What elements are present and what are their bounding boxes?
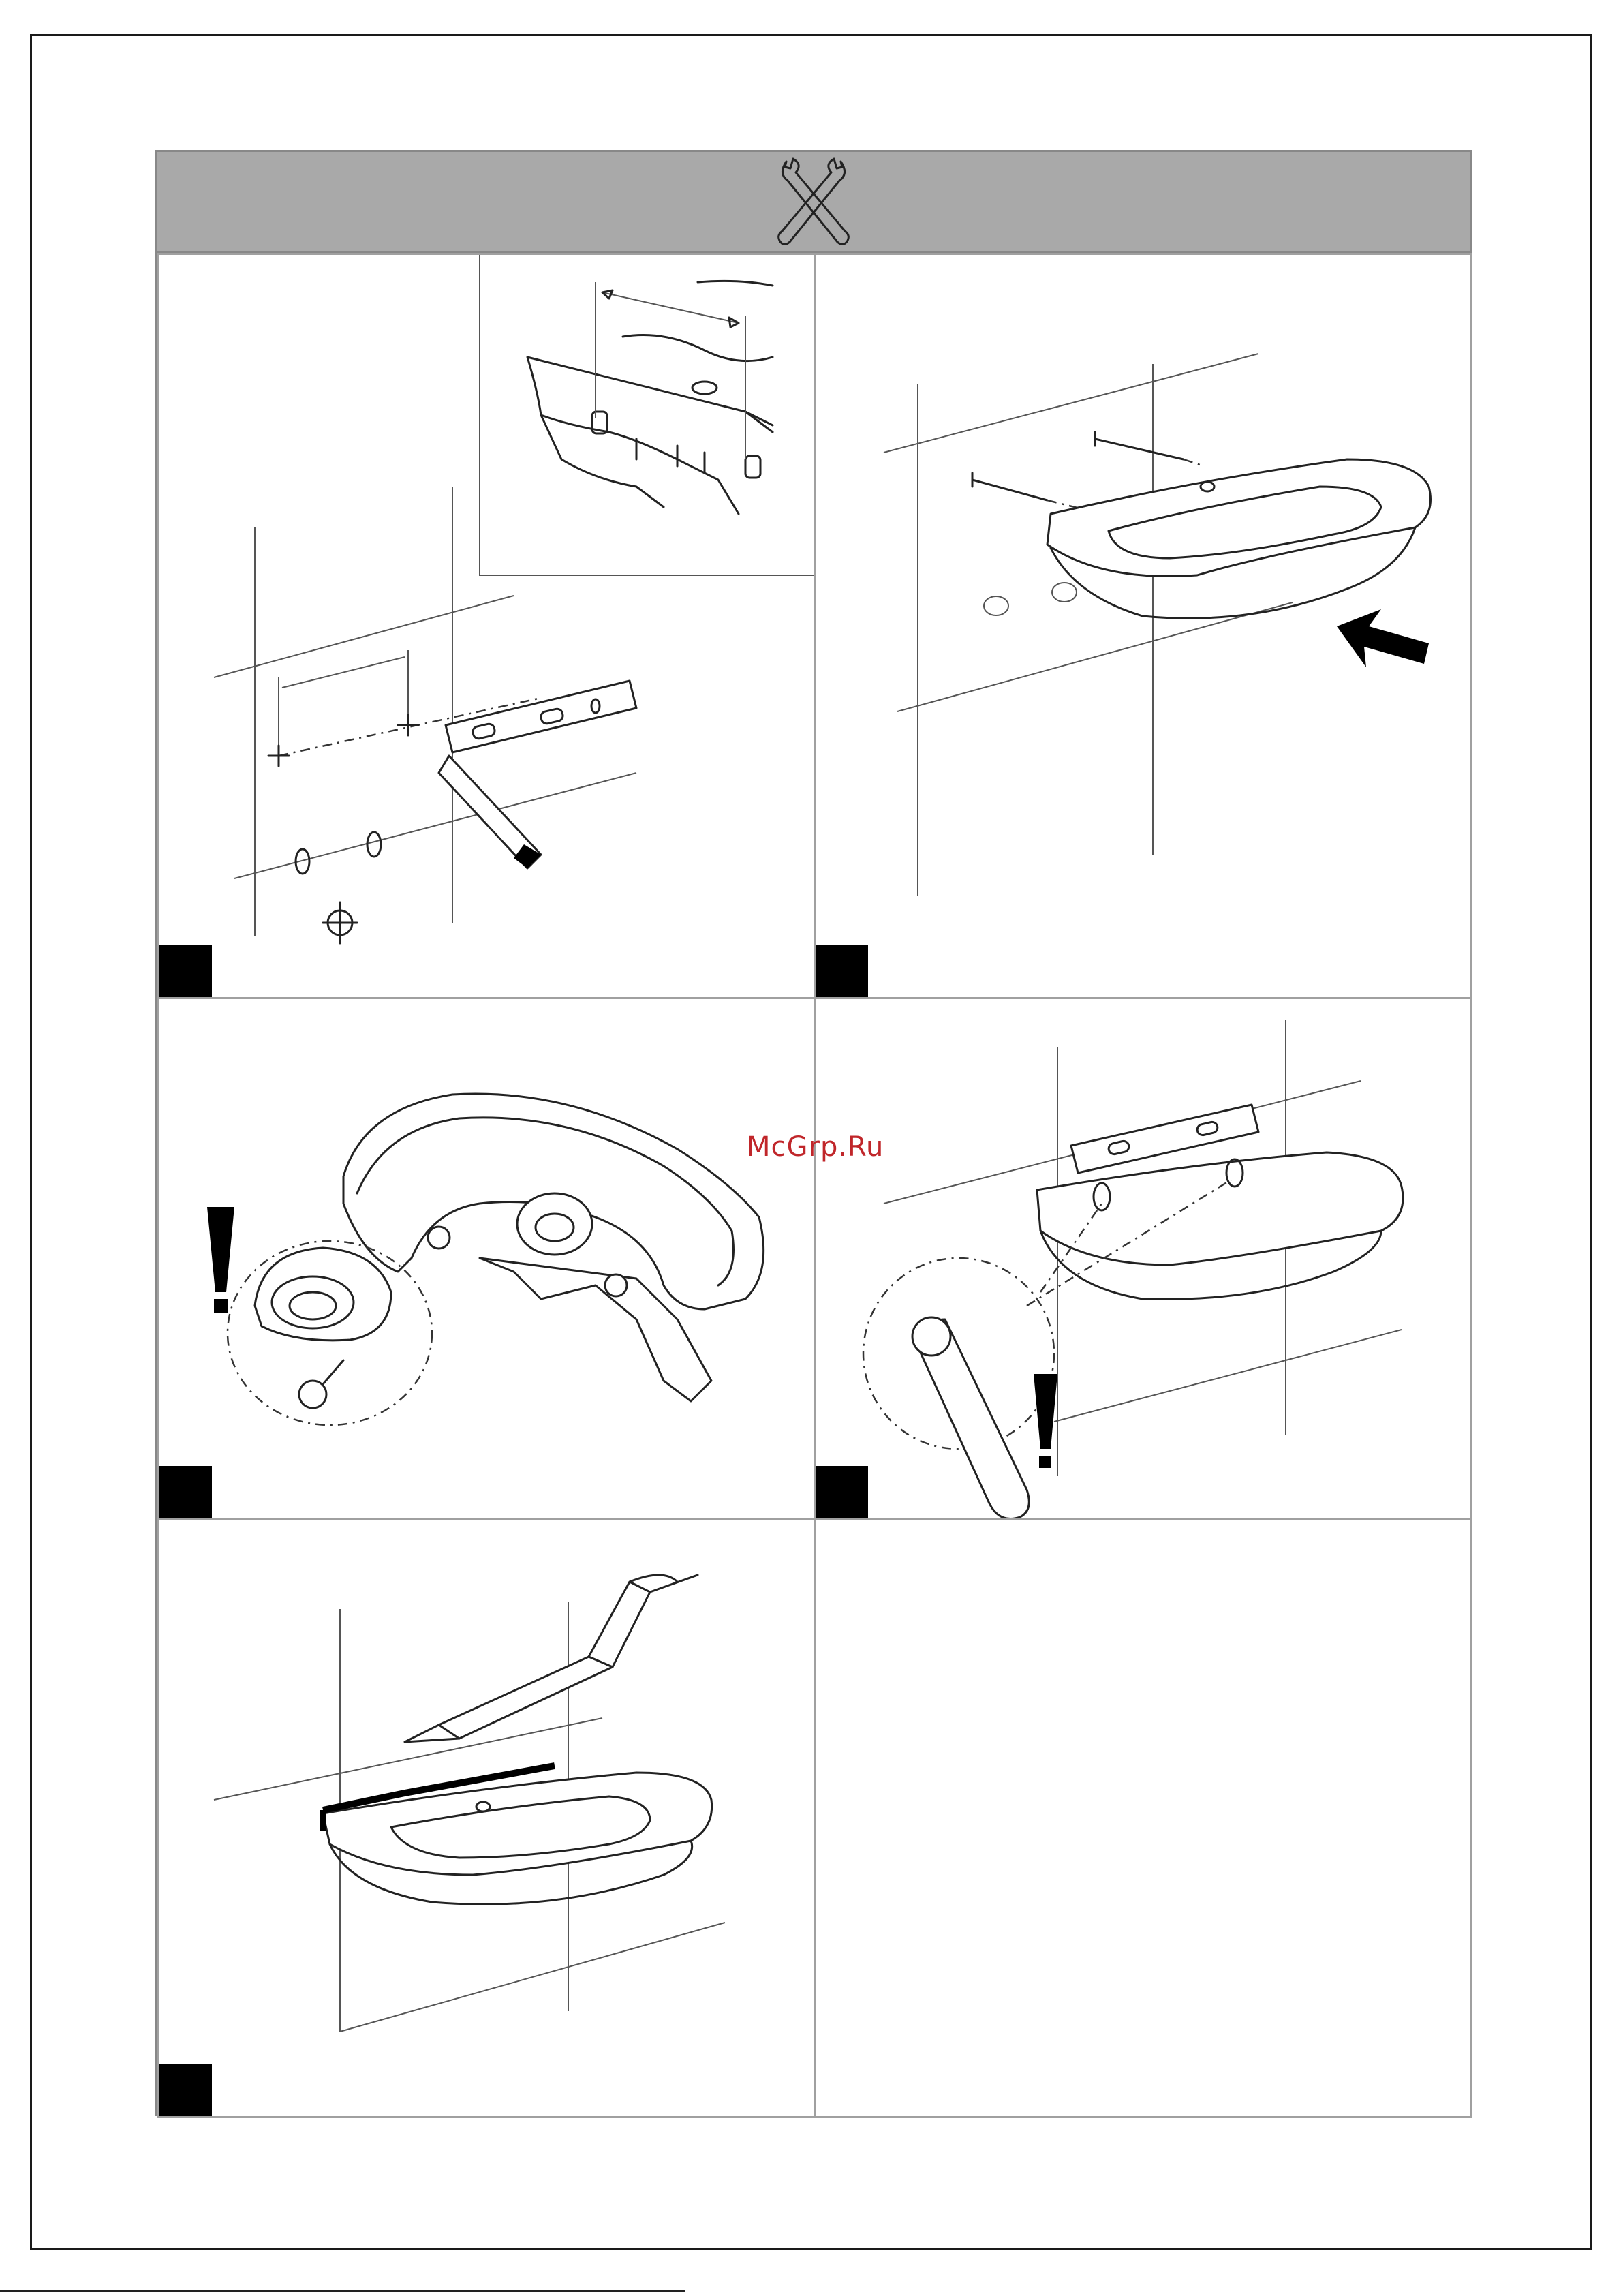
tools-header <box>157 152 1470 253</box>
step-panel-6-empty <box>814 1518 1472 2118</box>
step-panel-2 <box>814 253 1472 999</box>
step-panel-5 <box>157 1518 816 2118</box>
level-and-tighten-illustration <box>816 999 1472 1520</box>
washers-and-nuts-illustration <box>159 999 816 1520</box>
step-number-badge <box>816 945 868 997</box>
step-number-badge <box>159 1466 212 1518</box>
step-number-badge <box>159 945 212 997</box>
footer-rule <box>0 2290 685 2292</box>
mount-basin-illustration <box>816 255 1472 999</box>
step-panel-4 <box>814 997 1472 1520</box>
watermark-text: McGrp.Ru <box>747 1131 884 1163</box>
step-number-badge <box>159 2064 212 2116</box>
step-panel-3 <box>157 997 816 1520</box>
step-number-badge <box>816 1466 868 1518</box>
step-panel-1 <box>157 253 816 999</box>
measure-and-mark-illustration <box>159 255 816 999</box>
crossed-wrenches-icon <box>773 155 854 250</box>
apply-sealant-illustration <box>159 1520 816 2118</box>
